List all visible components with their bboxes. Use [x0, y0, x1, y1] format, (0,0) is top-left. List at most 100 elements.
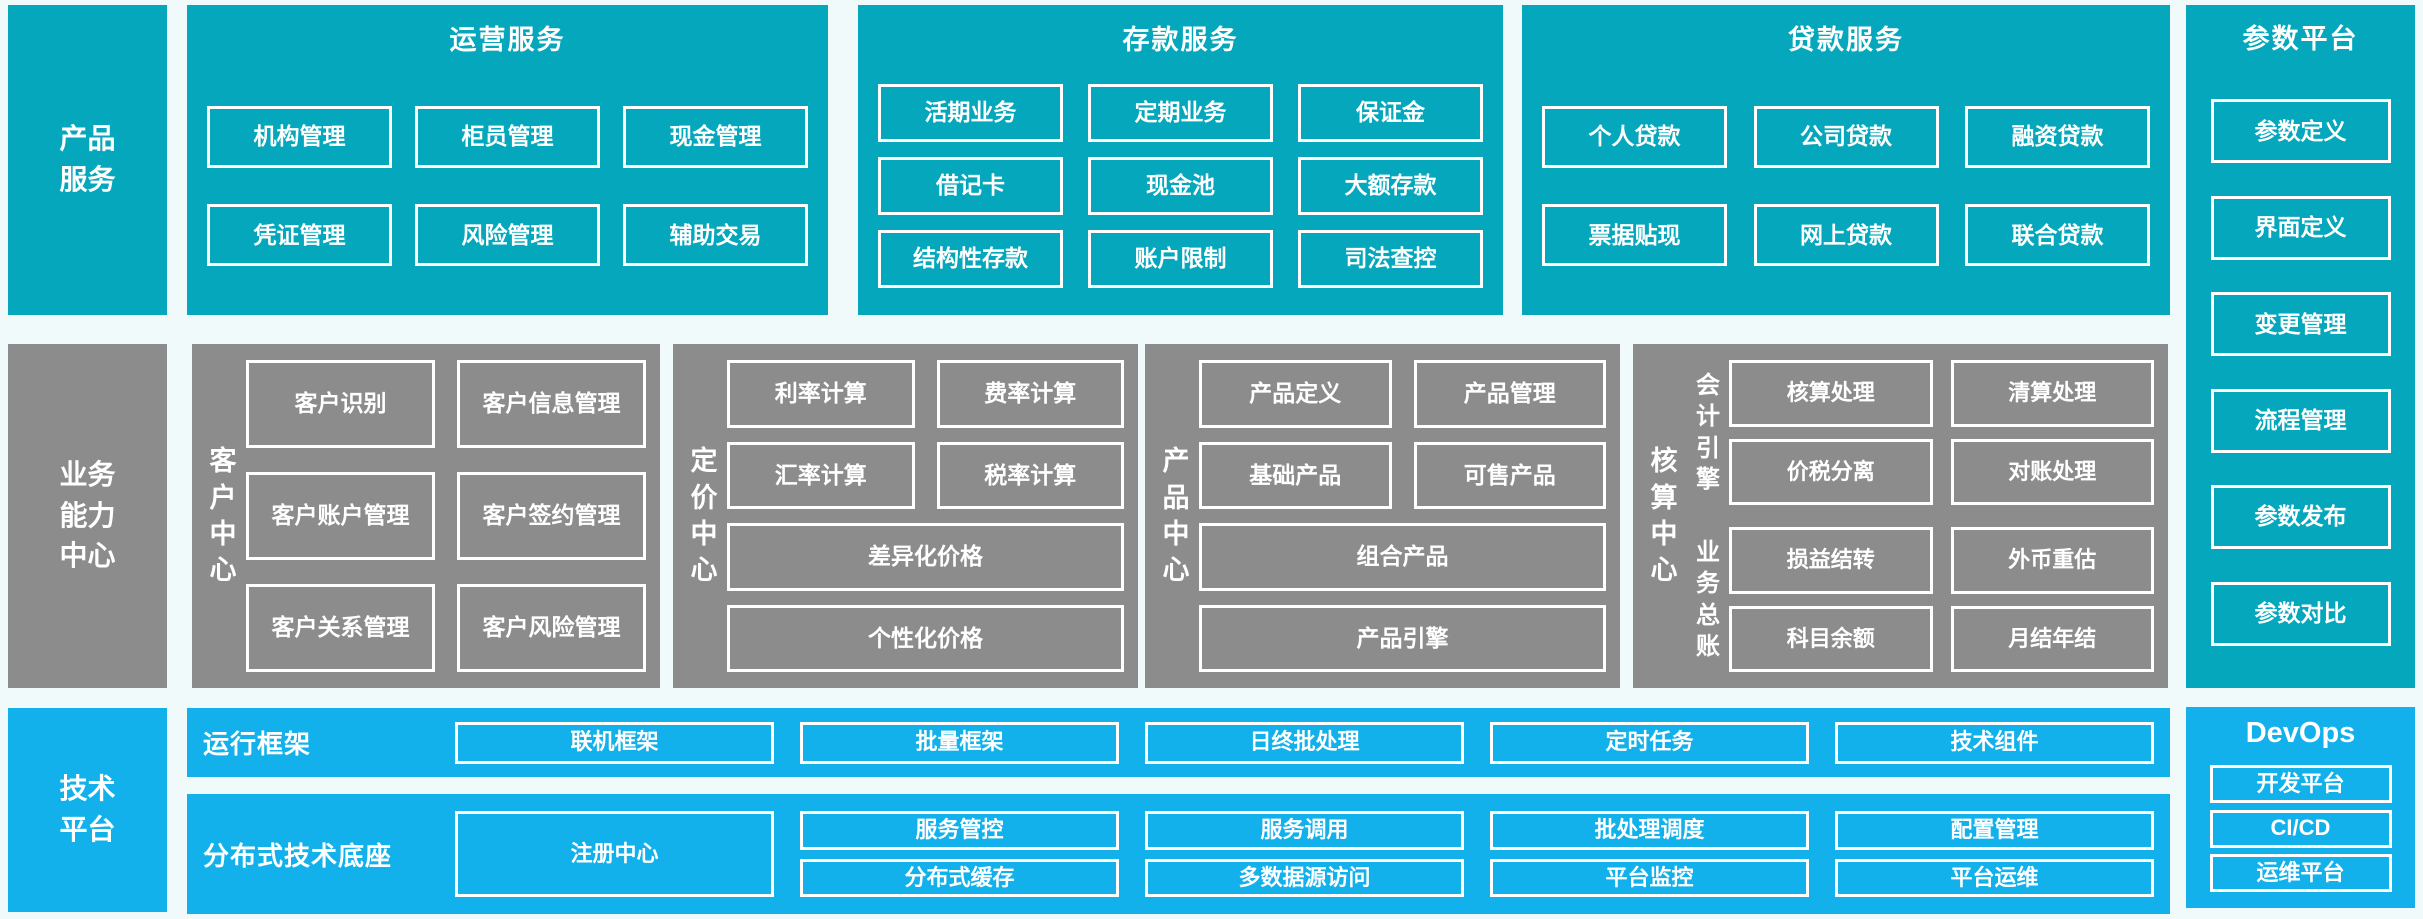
- capability-box: 可售产品: [1413, 441, 1606, 509]
- service-box: 凭证管理: [207, 204, 392, 267]
- customer-center-block: 客 户 中 心 客户识别 客户信息管理 客户账户管理 客户签约管理 客户关系管理…: [192, 344, 660, 688]
- accounting-center-label: 核 算 中 心: [1650, 446, 1678, 586]
- tech-box: 开发平台: [2209, 765, 2392, 804]
- accounting-center-block: 核 算 中 心 会 计 引 擎 核算处理 清算处理 价税分离 对账处理 业 务 …: [1633, 344, 2168, 688]
- accounting-engine-group: 会 计 引 擎 核算处理 清算处理 价税分离 对账处理: [1687, 360, 2154, 505]
- capability-box: 价税分离: [1729, 438, 1933, 505]
- service-box: 票据贴现: [1542, 204, 1727, 267]
- operation-services-block: 运营服务 机构管理 柜员管理 现金管理 凭证管理 风险管理 辅助交易: [187, 5, 828, 315]
- tech-box: 多数据源访问: [1145, 858, 1464, 897]
- devops-title: DevOps: [2245, 716, 2356, 749]
- service-box: 结构性存款: [878, 230, 1063, 288]
- loan-services-block: 贷款服务 个人贷款 公司贷款 融资贷款 票据贴现 网上贷款 联合贷款: [1522, 5, 2170, 315]
- sidebar-business-capability-center: 业务 能力 中心: [8, 344, 167, 688]
- business-ledger-grid: 损益结转 外币重估 科目余额 月结年结: [1729, 527, 2154, 672]
- service-box: 账户限制: [1088, 230, 1273, 288]
- service-box: 机构管理: [207, 105, 392, 168]
- tech-box: 日终批处理: [1145, 721, 1464, 764]
- capability-box-wide: 产品引擎: [1199, 604, 1606, 672]
- pricing-center-grid: 利率计算 费率计算 汇率计算 税率计算 差异化价格 个性化价格: [727, 360, 1124, 672]
- business-ledger-group: 业 务 总 账 损益结转 外币重估 科目余额 月结年结: [1687, 527, 2154, 672]
- operation-services-title: 运营服务: [449, 24, 566, 55]
- tech-box: 服务管控: [800, 811, 1119, 850]
- tech-box: 定时任务: [1490, 721, 1809, 764]
- tech-box: 配置管理: [1835, 811, 2154, 850]
- tech-box: 分布式缓存: [800, 858, 1119, 897]
- capability-box: 清算处理: [1950, 360, 2154, 427]
- deposit-services-block: 存款服务 活期业务 定期业务 保证金 借记卡 现金池 大额存款 结构性存款 账户…: [858, 5, 1503, 315]
- tech-box: 运维平台: [2209, 853, 2392, 892]
- capability-box: 核算处理: [1729, 360, 1933, 427]
- service-box: 参数对比: [2210, 581, 2391, 646]
- service-box: 定期业务: [1088, 84, 1273, 142]
- capability-box: 客户风险管理: [457, 584, 646, 672]
- parameter-platform-title: 参数平台: [2242, 23, 2359, 54]
- pricing-center-label: 定 价 中 心: [690, 446, 718, 586]
- service-box: 参数定义: [2210, 99, 2391, 164]
- service-box: 流程管理: [2210, 388, 2391, 453]
- product-center-block: 产 品 中 心 产品定义 产品管理 基础产品 可售产品 组合产品 产品引擎: [1145, 344, 1620, 688]
- loan-services-title: 贷款服务: [1788, 24, 1904, 55]
- capability-box: 月结年结: [1950, 605, 2154, 672]
- loan-services-grid: 个人贷款 公司贷款 融资贷款 票据贴现 网上贷款 联合贷款: [1522, 69, 2170, 315]
- capability-box: 税率计算: [936, 441, 1124, 509]
- capability-box: 外币重估: [1950, 527, 2154, 594]
- capability-box: 客户关系管理: [246, 584, 435, 672]
- tech-box: 平台监控: [1490, 858, 1809, 897]
- capability-box: 客户信息管理: [457, 360, 646, 448]
- product-center-label: 产 品 中 心: [1162, 446, 1190, 586]
- service-box: 大额存款: [1298, 157, 1483, 215]
- devops-items: 开发平台 CI/CD 运维平台: [2209, 759, 2392, 908]
- capability-box: 客户识别: [246, 360, 435, 448]
- service-box: 保证金: [1298, 84, 1483, 142]
- capability-box: 科目余额: [1729, 605, 1933, 672]
- tech-box: CI/CD: [2209, 809, 2392, 848]
- service-box: 网上贷款: [1753, 204, 1939, 267]
- service-box: 现金管理: [623, 105, 808, 168]
- capability-box: 基础产品: [1199, 441, 1392, 509]
- customer-center-label: 客 户 中 心: [209, 446, 237, 586]
- service-box: 联合贷款: [1965, 204, 2150, 267]
- service-box: 借记卡: [878, 157, 1063, 215]
- service-box: 现金池: [1088, 157, 1273, 215]
- capability-box: 利率计算: [727, 360, 915, 428]
- tech-box: 联机框架: [455, 721, 774, 764]
- capability-box-wide: 个性化价格: [727, 604, 1124, 672]
- capability-box: 对账处理: [1950, 438, 2154, 505]
- runtime-framework-bar: 运行框架 联机框架 批量框架 日终批处理 定时任务 技术组件: [187, 708, 2170, 777]
- parameter-platform-items: 参数定义 界面定义 变更管理 流程管理 参数发布 参数对比: [2186, 67, 2415, 688]
- pricing-center-block: 定 价 中 心 利率计算 费率计算 汇率计算 税率计算 差异化价格 个性化价格: [673, 344, 1138, 688]
- capability-box-wide: 组合产品: [1199, 523, 1606, 591]
- deposit-services-title: 存款服务: [1122, 24, 1239, 55]
- service-box: 活期业务: [878, 84, 1063, 142]
- accounting-engine-grid: 核算处理 清算处理 价税分离 对账处理: [1729, 360, 2154, 505]
- customer-center-grid: 客户识别 客户信息管理 客户账户管理 客户签约管理 客户关系管理 客户风险管理: [246, 360, 646, 672]
- distributed-base-grid: 注册中心 服务管控 服务调用 批处理调度 配置管理 分布式缓存 多数据源访问 平…: [455, 811, 2154, 897]
- product-center-grid: 产品定义 产品管理 基础产品 可售产品 组合产品 产品引擎: [1199, 360, 1606, 672]
- deposit-services-grid: 活期业务 定期业务 保证金 借记卡 现金池 大额存款 结构性存款 账户限制 司法…: [858, 69, 1503, 315]
- accounting-engine-label: 会 计 引 擎: [1696, 372, 1720, 493]
- sidebar-tech-platform: 技术 平台: [8, 708, 167, 912]
- tech-box: 批处理调度: [1490, 811, 1809, 850]
- capability-box: 汇率计算: [727, 441, 915, 509]
- distributed-base-label: 分布式技术底座: [203, 840, 393, 871]
- tech-box: 平台运维: [1835, 858, 2154, 897]
- devops-block: DevOps 开发平台 CI/CD 运维平台: [2186, 707, 2415, 908]
- service-box: 柜员管理: [415, 105, 600, 168]
- service-box: 界面定义: [2210, 195, 2391, 260]
- tech-box: 技术组件: [1835, 721, 2154, 764]
- capability-box: 客户签约管理: [457, 472, 646, 560]
- service-box: 参数发布: [2210, 485, 2391, 550]
- capability-box: 产品定义: [1199, 360, 1392, 428]
- runtime-framework-label: 运行框架: [203, 729, 312, 759]
- service-box: 司法查控: [1298, 230, 1483, 288]
- distributed-base-block: 分布式技术底座 注册中心 服务管控 服务调用 批处理调度 配置管理 分布式缓存 …: [187, 794, 2170, 914]
- service-box: 辅助交易: [623, 204, 808, 267]
- service-box: 变更管理: [2210, 292, 2391, 357]
- service-box: 个人贷款: [1542, 105, 1727, 168]
- capability-box: 损益结转: [1729, 527, 1933, 594]
- capability-box-wide: 差异化价格: [727, 523, 1124, 591]
- capability-box: 客户账户管理: [246, 472, 435, 560]
- capability-box: 产品管理: [1413, 360, 1606, 428]
